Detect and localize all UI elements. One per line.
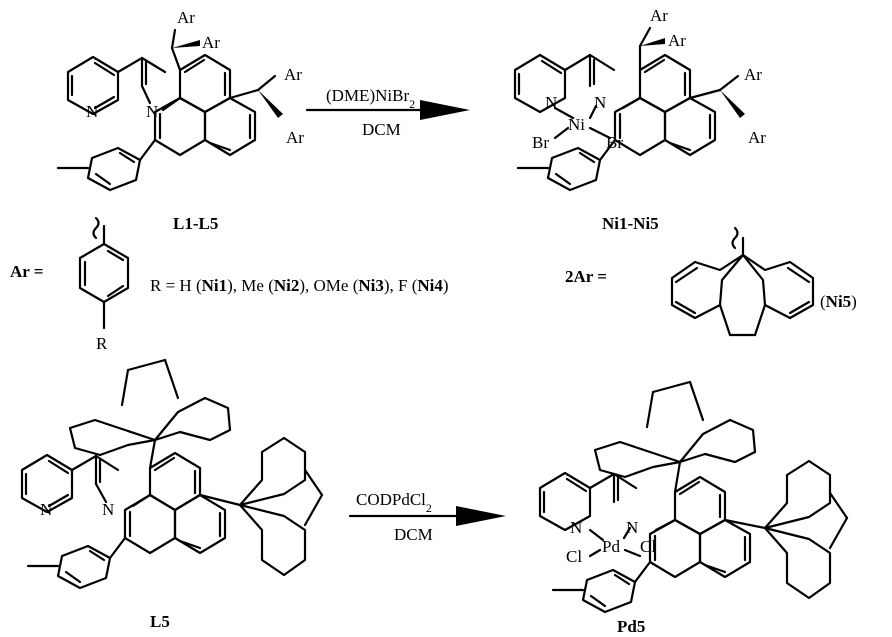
reactant-label-l5: L5 [150,612,170,631]
atom-n: N [545,93,557,112]
atom-ar: Ar [744,65,762,84]
two-ar-label: 2Ar = [565,267,607,286]
atom-n: N [102,500,114,519]
atom-n: N [570,518,582,537]
atom-n: N [594,93,606,112]
atom-pd: Pd [602,537,620,556]
atom-cl: Cl [640,537,656,556]
pd5-complex-structure [538,380,849,614]
atom-ar: Ar [650,6,668,25]
atom-ar: Ar [286,128,304,147]
atom-ar: Ar [748,128,766,147]
atom-ni: Ni [568,115,585,134]
top-reaction-arrow [305,100,470,120]
atom-n: N [40,500,52,519]
product-label-pd5: Pd5 [617,617,645,636]
bottom-reagent: CODPdCl2 [356,490,432,515]
bottom-solvent: DCM [394,525,433,544]
atom-ar: Ar [284,65,302,84]
r-group-definitions: R = H (Ni1), Me (Ni2), OMe (Ni3), F (Ni4… [150,276,449,295]
r-substituent-label: R [96,334,108,353]
ligand-l1-l5-structure [56,28,283,192]
atom-n: N [86,102,98,121]
atom-ar: Ar [668,31,686,50]
ni-complex-structure [513,26,745,192]
atom-ar: Ar [202,33,220,52]
top-reagent: (DME)NiBr2 [326,86,415,111]
reactant-label-l1-l5: L1-L5 [173,214,218,233]
atom-ar: Ar [177,8,195,27]
ligand-l5-structure [20,358,324,590]
product-label-ni1-ni5: Ni1-Ni5 [602,214,659,233]
atom-cl: Cl [566,547,582,566]
bottom-reaction-arrow [348,506,506,526]
atom-n: N [146,102,158,121]
ar-definition-label: Ar = [10,262,43,281]
dibenzosuberyl-group [670,226,815,337]
para-substituted-phenyl [78,216,130,330]
atom-n: N [626,518,638,537]
top-solvent: DCM [362,120,401,139]
ni5-annotation: (Ni5) [820,292,857,311]
atom-br: Br [606,133,623,152]
atom-br: Br [532,133,549,152]
